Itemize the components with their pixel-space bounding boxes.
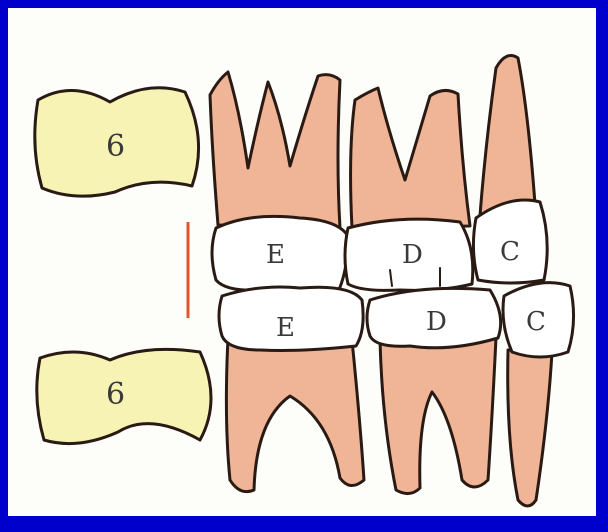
lower-c-root	[508, 350, 552, 506]
label-lower-d: D	[426, 307, 447, 337]
label-lower-c: C	[526, 307, 546, 337]
label-lower-e: E	[276, 313, 295, 343]
label-upper-e: E	[266, 240, 285, 270]
label-upper-molar: 6	[106, 129, 125, 164]
lower-d-roots	[380, 338, 496, 494]
upper-e-roots	[210, 72, 340, 228]
upper-d-roots	[351, 88, 470, 228]
lower-e-roots	[226, 338, 364, 492]
label-lower-molar: 6	[106, 377, 125, 412]
label-upper-c: C	[500, 237, 520, 267]
label-upper-d: D	[402, 240, 423, 270]
upper-c-root	[480, 56, 535, 215]
